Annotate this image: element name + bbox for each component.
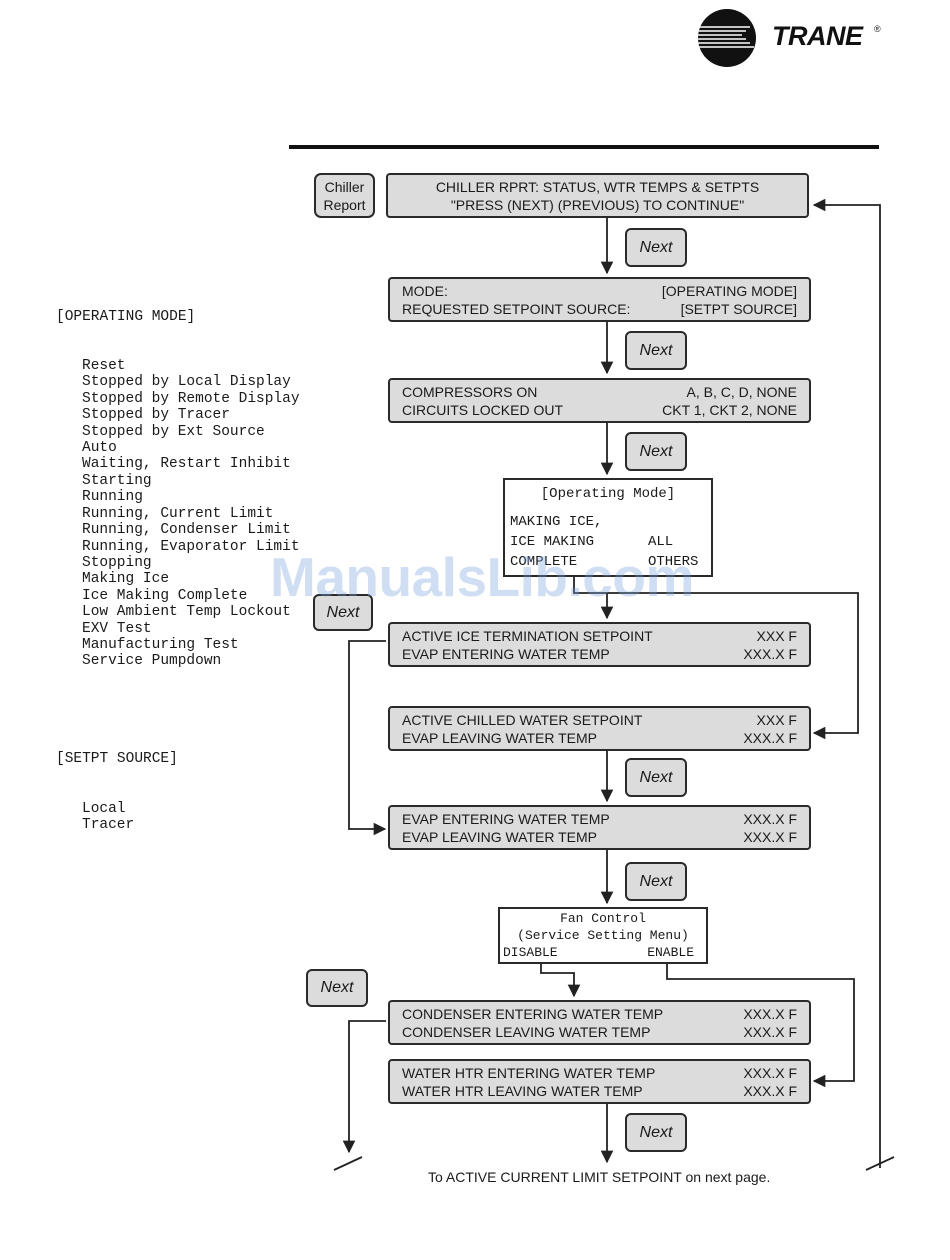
list-item: Tracer <box>82 817 135 833</box>
chiller-report-line2: Report <box>323 196 366 213</box>
decision-subtitle: (Service Setting Menu) <box>517 928 689 943</box>
screen-label: EVAP LEAVING WATER TEMP <box>402 829 598 845</box>
list-item: Stopped by Remote Display <box>82 390 300 407</box>
list-item: Low Ambient Temp Lockout <box>82 604 291 621</box>
screen-line: "PRESS (NEXT) (PREVIOUS) TO CONTINUE" <box>450 197 745 213</box>
screen-value: XXX.X F <box>743 730 797 746</box>
list-item: Auto <box>82 440 117 457</box>
decision-line: ICE MAKING <box>510 534 595 550</box>
next-button[interactable]: Next <box>313 594 373 631</box>
screen-value: XXX.X F <box>743 1083 797 1099</box>
screen-label: ACTIVE CHILLED WATER SETPOINT <box>402 712 643 728</box>
decision-branch: ALL <box>648 534 674 550</box>
next-button[interactable]: Next <box>625 228 687 267</box>
mode-label: MODE: <box>402 283 448 299</box>
next-button[interactable]: Next <box>625 758 687 797</box>
next-button[interactable]: Next <box>625 1113 687 1152</box>
list-item: Running, Current Limit <box>82 505 274 522</box>
list-item: Service Pumpdown <box>82 653 222 670</box>
chiller-report-button[interactable]: Chiller Report <box>314 173 375 218</box>
list-item: Making Ice <box>82 571 170 588</box>
list-item: Starting <box>82 472 152 489</box>
screen-label: CONDENSER LEAVING WATER TEMP <box>402 1024 651 1040</box>
setpoint-source-label: REQUESTED SETPOINT SOURCE: <box>402 301 631 317</box>
list-item: Ice Making Complete <box>82 587 248 604</box>
screen-value: XXX F <box>756 628 797 644</box>
list-item: Running, Evaporator Limit <box>82 538 300 555</box>
list-heading: [SETPT SOURCE] <box>56 751 178 768</box>
screen-chiller-report: CHILLER RPRT: STATUS, WTR TEMPS & SETPTS… <box>386 173 809 218</box>
screen-ice-termination: ACTIVE ICE TERMINATION SETPOINT XXX F EVA… <box>388 622 811 667</box>
next-button[interactable]: Next <box>625 432 687 471</box>
list-item: Waiting, Restart Inhibit <box>82 456 291 473</box>
list-item: Reset <box>82 358 126 375</box>
registered-mark: ® <box>874 24 881 34</box>
screen-label: WATER HTR ENTERING WATER TEMP <box>402 1065 656 1081</box>
brand-name: TRANE <box>772 21 863 51</box>
mode-value: [OPERATING MODE] <box>661 283 797 299</box>
list-item: Stopped by Ext Source <box>82 423 265 440</box>
next-button[interactable]: Next <box>625 331 687 370</box>
screen-value: XXX.X F <box>743 646 797 662</box>
list-heading: [OPERATING MODE] <box>56 308 196 325</box>
screen-value: XXX.X F <box>743 811 797 827</box>
screen-label: EVAP LEAVING WATER TEMP <box>402 730 598 746</box>
screen-compressors: COMPRESSORS ON A, B, C, D, NONE CIRCUITS … <box>388 378 811 423</box>
screen-value: XXX F <box>756 712 797 728</box>
screen-label: WATER HTR LEAVING WATER TEMP <box>402 1083 643 1099</box>
screen-label: CONDENSER ENTERING WATER TEMP <box>402 1006 664 1022</box>
screen-value: XXX.X F <box>743 1024 797 1040</box>
list-item: Running <box>82 489 143 506</box>
decision-branch: DISABLE <box>503 945 558 960</box>
circuits-label: CIRCUITS LOCKED OUT <box>402 402 564 418</box>
screen-line: CHILLER RPRT: STATUS, WTR TEMPS & SETPTS <box>435 179 760 195</box>
screen-value: XXX.X F <box>743 1006 797 1022</box>
decision-operating-mode: [Operating Mode] MAKING ICE, ICE MAKING A… <box>503 478 713 577</box>
list-item: EXV Test <box>82 620 152 637</box>
next-button[interactable]: Next <box>306 969 368 1007</box>
list-item: Local <box>82 800 126 817</box>
screen-water-heater-temps: WATER HTR ENTERING WATER TEMP XXX.X F WAT… <box>388 1059 811 1104</box>
next-button[interactable]: Next <box>625 862 687 901</box>
screen-label: ACTIVE ICE TERMINATION SETPOINT <box>402 628 653 644</box>
screen-condenser-temps: CONDENSER ENTERING WATER TEMP XXX.X F CON… <box>388 1000 811 1045</box>
screen-label: EVAP ENTERING WATER TEMP <box>402 646 610 662</box>
decision-line: COMPLETE <box>510 554 578 570</box>
decision-fan-control: Fan Control (Service Setting Menu) DISAB… <box>498 907 708 964</box>
screen-evap-temps: EVAP ENTERING WATER TEMP XXX.X F EVAP LEA… <box>388 805 811 850</box>
header-rule <box>289 145 879 149</box>
compressors-value: A, B, C, D, NONE <box>686 384 797 400</box>
compressors-label: COMPRESSORS ON <box>402 384 538 400</box>
setpoint-source-value: [SETPT SOURCE] <box>680 301 797 317</box>
screen-value: XXX.X F <box>743 829 797 845</box>
decision-branch: ENABLE <box>647 945 694 960</box>
list-item: Stopped by Tracer <box>82 407 230 424</box>
screen-chilled-water: ACTIVE CHILLED WATER SETPOINT XXX F EVAP … <box>388 706 811 751</box>
decision-title: Fan Control <box>560 911 646 926</box>
decision-branch: OTHERS <box>648 554 699 570</box>
circuits-value: CKT 1, CKT 2, NONE <box>662 402 797 418</box>
chiller-report-line1: Chiller <box>324 178 365 195</box>
list-item: Manufacturing Test <box>82 636 239 653</box>
trane-logo-icon <box>698 9 756 67</box>
screen-value: XXX.X F <box>743 1065 797 1081</box>
decision-title: [Operating Mode] <box>540 486 676 502</box>
decision-line: MAKING ICE, <box>510 514 603 530</box>
list-item: Stopped by Local Display <box>82 374 291 391</box>
list-item: Running, Condenser Limit <box>82 522 291 539</box>
screen-mode: MODE: [OPERATING MODE] REQUESTED SETPOINT… <box>388 277 811 322</box>
screen-label: EVAP ENTERING WATER TEMP <box>402 811 610 827</box>
list-item: Stopping <box>82 554 152 571</box>
footer-note: To ACTIVE CURRENT LIMIT SETPOINT on next… <box>428 1169 771 1185</box>
